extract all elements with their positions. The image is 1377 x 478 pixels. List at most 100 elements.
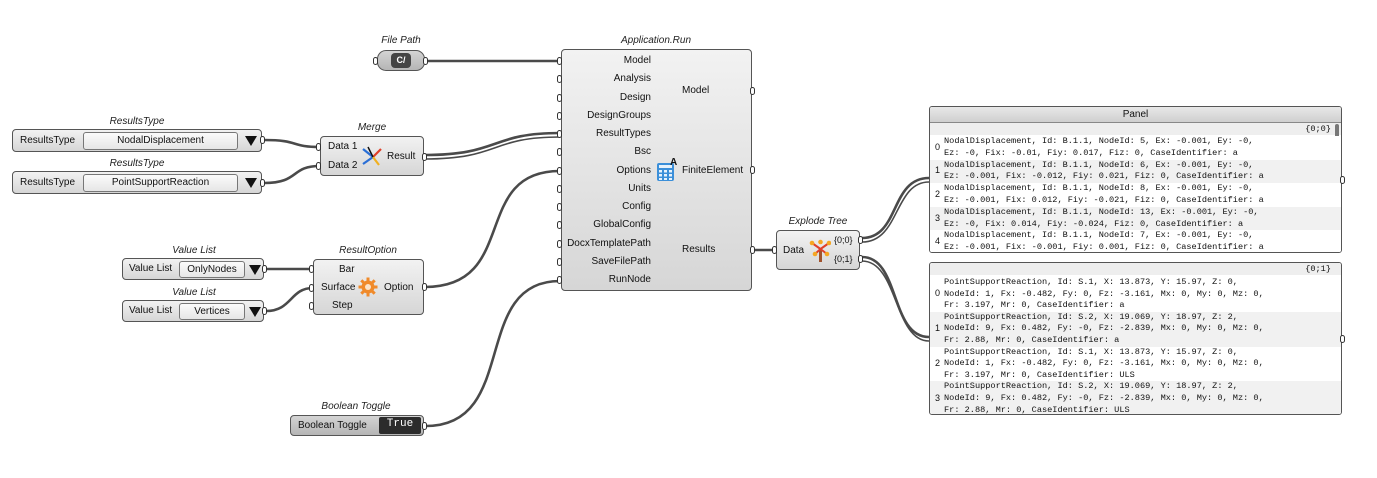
application-run-component[interactable]: Model Analysis Design DesignGroups Resul… <box>561 49 752 291</box>
panel-1[interactable]: Panel {0;0} 0 NodalDisplacement, Id: B.1.… <box>929 106 1342 253</box>
panel-2-output-grip[interactable] <box>1340 335 1345 343</box>
file-path-title: File Path <box>381 35 421 46</box>
dropdown-arrow-icon[interactable] <box>249 265 261 275</box>
grip-design-input[interactable] <box>557 94 562 102</box>
tree-icon <box>809 239 832 263</box>
result-option-surface-grip[interactable] <box>309 284 314 292</box>
file-path-component[interactable]: C/ <box>377 50 425 71</box>
grip-resulttypes-input[interactable] <box>557 130 562 138</box>
file-path-input-grip[interactable] <box>373 57 378 65</box>
panel-2-path: {0;1} <box>930 263 1341 275</box>
results-type-2-list[interactable]: ResultsType PointSupportReaction <box>12 171 262 194</box>
explode-tree-output-00-grip[interactable] <box>858 236 863 244</box>
result-option-input-surface: Surface <box>321 282 356 293</box>
panel-1-header: Panel <box>930 107 1341 123</box>
result-option-step-grip[interactable] <box>309 302 314 310</box>
grip-globalconfig-input[interactable] <box>557 221 562 229</box>
panel-row: 0 NodalDisplacement, Id: B.1.1, NodeId: 5… <box>930 136 1341 160</box>
grip-finiteelement-output[interactable] <box>750 166 755 174</box>
panel-row-index: 4 <box>934 236 940 247</box>
explode-tree-component[interactable]: Data {0;0} {0;1} <box>776 230 860 270</box>
result-option-bar-grip[interactable] <box>309 265 314 273</box>
grip-runnode-input[interactable] <box>557 276 562 284</box>
input-units: Units <box>628 183 651 194</box>
results-type-2-title: ResultsType <box>109 158 165 169</box>
results-type-2-output-grip[interactable] <box>260 179 265 187</box>
value-list-1[interactable]: Value List OnlyNodes <box>122 258 264 280</box>
panel-1-path: {0;0} <box>930 123 1341 135</box>
explode-tree-output-01-grip[interactable] <box>858 255 863 263</box>
file-path-output-grip[interactable] <box>423 57 428 65</box>
wire-valuelist2-surface <box>264 286 315 313</box>
results-type-2-label: ResultsType <box>20 177 76 188</box>
result-option-output-grip[interactable] <box>422 283 427 291</box>
grip-model-output[interactable] <box>750 87 755 95</box>
results-type-2-value[interactable]: PointSupportReaction <box>83 174 238 192</box>
wire-merge-resulttypes <box>423 131 562 157</box>
dropdown-arrow-icon[interactable] <box>245 178 257 188</box>
panel-row-text: Fr: 3.197, Mr: 0, CaseIdentifier: a <box>944 300 1125 311</box>
grip-options-input[interactable] <box>557 167 562 175</box>
panel-row-text: Ez: -0.001, Fix: -0.012, Fiy: 0.021, Fiz… <box>944 171 1264 182</box>
value-list-2-output-grip[interactable] <box>262 307 267 315</box>
explode-tree-title: Explode Tree <box>788 216 848 227</box>
panel-row-index: 2 <box>934 188 940 199</box>
grip-model-input[interactable] <box>557 57 562 65</box>
result-option-component[interactable]: Bar Surface Step Option <box>313 259 424 315</box>
output-results: Results <box>682 244 716 255</box>
results-type-1-list[interactable]: ResultsType NodalDisplacement <box>12 129 262 152</box>
panel-1-scrollbar[interactable] <box>1335 124 1339 140</box>
merge-result-grip[interactable] <box>422 153 427 161</box>
grip-bsc-input[interactable] <box>557 148 562 156</box>
grip-units-input[interactable] <box>557 185 562 193</box>
merge-title: Merge <box>357 122 387 133</box>
panel-row-text: PointSupportReaction, Id: S.2, X: 19.069… <box>944 311 1238 322</box>
explode-tree-output-00: {0;0} <box>834 235 853 245</box>
wire-explode-panel1 <box>860 176 931 240</box>
panel-1-rows: 0 NodalDisplacement, Id: B.1.1, NodeId: 5… <box>930 136 1341 252</box>
dropdown-arrow-icon[interactable] <box>249 307 261 317</box>
input-global-config: GlobalConfig <box>593 219 651 230</box>
input-model: Model <box>623 55 651 66</box>
boolean-toggle[interactable]: Boolean Toggle True <box>290 415 424 436</box>
panel-row-text: NodalDisplacement, Id: B.1.1, NodeId: 5,… <box>944 136 1254 146</box>
grip-savefilepath-input[interactable] <box>557 258 562 266</box>
results-type-1-output-grip[interactable] <box>260 136 265 144</box>
value-list-1-output-grip[interactable] <box>262 265 267 273</box>
calculator-icon: A <box>656 157 678 182</box>
dropdown-arrow-icon[interactable] <box>245 136 257 146</box>
input-result-types: ResultTypes <box>595 128 651 139</box>
result-option-output-option: Option <box>384 282 414 293</box>
input-run-node: RunNode <box>608 274 651 285</box>
output-finite-element: FiniteElement <box>682 165 744 176</box>
panel-row-index: 0 <box>934 141 940 152</box>
merge-data1-grip[interactable] <box>316 143 321 151</box>
boolean-toggle-value[interactable]: True <box>379 417 421 434</box>
output-model: Model <box>682 85 710 96</box>
value-list-2[interactable]: Value List Vertices <box>122 300 264 322</box>
grip-config-input[interactable] <box>557 203 562 211</box>
wire-explode-panel2 <box>860 255 931 339</box>
wire-option-options <box>423 169 562 289</box>
grip-designgroups-input[interactable] <box>557 112 562 120</box>
value-list-1-value[interactable]: OnlyNodes <box>179 261 245 278</box>
merge-icon <box>361 145 383 167</box>
boolean-toggle-output-grip[interactable] <box>422 422 427 430</box>
merge-data2-grip[interactable] <box>316 162 321 170</box>
gear-icon <box>358 277 378 297</box>
results-type-1-value[interactable]: NodalDisplacement <box>83 132 238 150</box>
grip-docxtemplatepath-input[interactable] <box>557 240 562 248</box>
value-list-2-value[interactable]: Vertices <box>179 303 245 320</box>
panel-1-output-grip[interactable] <box>1340 176 1345 184</box>
input-save-file-path: SaveFilePath <box>591 256 651 267</box>
input-options: Options <box>616 165 651 176</box>
grip-analysis-input[interactable] <box>557 75 562 83</box>
grip-results-output[interactable] <box>750 246 755 254</box>
explode-tree-input-grip[interactable] <box>772 246 777 254</box>
merge-component[interactable]: Data 1 Data 2 Result <box>320 136 424 176</box>
